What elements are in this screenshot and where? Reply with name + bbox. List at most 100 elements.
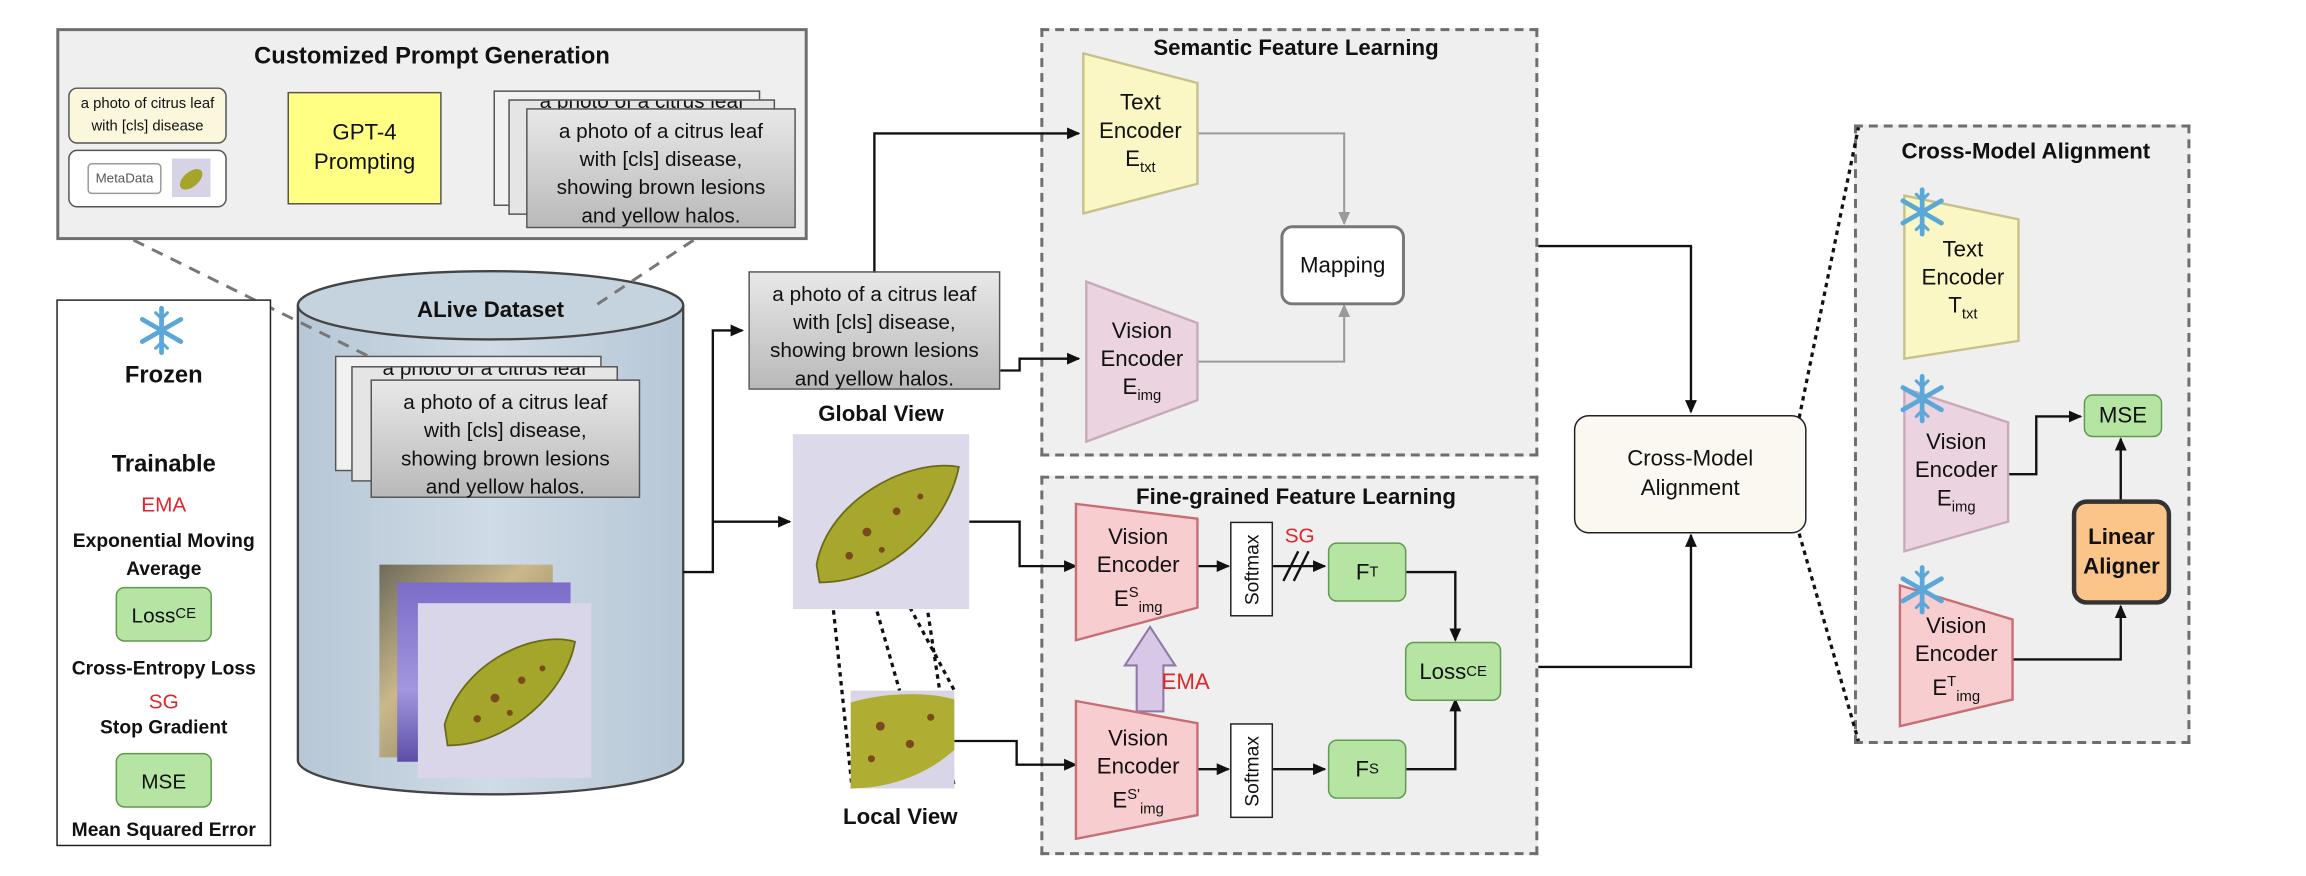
cma-teacher-encoder-word1: Vision xyxy=(1926,613,1987,639)
loss-ce-sub: CE xyxy=(1466,663,1487,680)
arrow-ft-to-loss xyxy=(1406,570,1462,642)
zoom-guide-left xyxy=(132,238,369,358)
snowflake-icon xyxy=(1900,374,1944,424)
cma-teacher-encoder-word2: Encoder xyxy=(1914,641,1998,667)
student-softmax-box: Softmax xyxy=(1230,723,1274,819)
prompt-template-line1: a photo of citrus leaf xyxy=(80,96,215,113)
stop-gradient-label: SG xyxy=(1284,523,1315,547)
dataset-caption-line4: and yellow halos. xyxy=(425,474,585,498)
teacher-encoder-shape xyxy=(1074,502,1199,642)
loss-ce-main: Loss xyxy=(1419,658,1467,684)
arrow-finegrained-to-cma xyxy=(1538,533,1697,669)
prompt-output-line2: with [cls] disease, xyxy=(579,146,743,171)
gpt4-label: GPT-4 xyxy=(332,120,397,146)
dataset-caption-peek: a photo of a citrus leaf xyxy=(382,366,587,380)
middle-caption-line2: with [cls] disease, xyxy=(793,309,956,334)
linear-aligner-line1: Linear xyxy=(2088,523,2155,550)
teacher-encoder-label: Vision Encoder ESimg xyxy=(1079,523,1198,622)
cma-text-encoder-symbol: Ttxt xyxy=(1948,293,1978,324)
cma-teacher-encoder-shape xyxy=(1898,583,2014,728)
semantic-text-encoder-label: Text Encoder Etxt xyxy=(1083,89,1197,182)
teacher-softmax-label: Softmax xyxy=(1240,533,1263,605)
legend-frozen-label: Frozen xyxy=(124,363,203,389)
global-view-label: Global View xyxy=(818,401,944,427)
arrow-local-to-student xyxy=(954,739,1078,771)
legend-mse-desc: Mean Squared Error xyxy=(71,818,256,841)
arrow-caption-to-vision-encoder xyxy=(1000,352,1081,372)
prompt-output-line3: showing brown lesions xyxy=(556,174,766,199)
finegrained-title: Fine-grained Feature Learning xyxy=(1136,484,1456,510)
student-encoder-word2: Encoder xyxy=(1096,754,1180,780)
cma-vision-encoder-word1: Vision xyxy=(1926,429,1987,455)
arrow-semantic-to-cma xyxy=(1538,244,1697,414)
semantic-text-encoder-word1: Text xyxy=(1119,90,1161,116)
expand-line-bottom xyxy=(1797,533,1860,742)
cma-box-line1: Cross-Model xyxy=(1627,446,1754,472)
fs-main: F xyxy=(1355,756,1369,782)
cma-teacher-encoder-label: Vision Encoder ETimg xyxy=(1900,612,2013,711)
teacher-encoder-symbol: ESimg xyxy=(1113,585,1163,617)
cma-panel-title: Cross-Model Alignment xyxy=(1901,139,2151,165)
legend-loss-sub: CE xyxy=(175,606,196,623)
cross-model-alignment-box: Cross-Model Alignment xyxy=(1573,414,1807,534)
teacher-encoder-word2: Encoder xyxy=(1096,552,1180,578)
legend-mse-label: MSE xyxy=(141,768,187,793)
snowflake-icon xyxy=(139,305,184,356)
fs-sub: S xyxy=(1368,761,1379,778)
ema-update-label: EMA xyxy=(1161,669,1210,696)
student-softmax-label: Softmax xyxy=(1240,735,1263,806)
prompt-output-peek-text: a photo of a citrus leaf xyxy=(539,99,744,113)
prompt-template-box: a photo of citrus leaf with [cls] diseas… xyxy=(68,87,227,144)
ft-main: F xyxy=(1355,559,1370,585)
prompting-label: Prompting xyxy=(313,149,416,175)
arrow-caption-to-text-encoder xyxy=(873,127,1081,276)
prompt-output-line1: a photo of a citrus leaf xyxy=(558,118,764,143)
semantic-vision-encoder-word2: Encoder xyxy=(1100,346,1184,372)
expand-line-top xyxy=(1797,127,1861,419)
student-encoder-label: Vision Encoder ES'img xyxy=(1079,725,1198,824)
snowflake-icon xyxy=(1900,187,1944,237)
student-encoder-word1: Vision xyxy=(1108,726,1169,752)
dataset-leaf-image xyxy=(417,603,592,779)
dataset-title: ALive Dataset xyxy=(417,297,565,324)
linear-aligner-line2: Aligner xyxy=(2083,553,2160,579)
arrow-vision-to-mapping xyxy=(1197,303,1351,363)
legend-ema-desc: Exponential Moving Average xyxy=(72,529,255,580)
semantic-vision-encoder-shape xyxy=(1085,279,1199,444)
linear-aligner-box: Linear Aligner xyxy=(2071,499,2172,605)
dataset-caption-line2: with [cls] disease, xyxy=(424,417,587,442)
arrow-dataset-to-caption xyxy=(683,324,744,574)
legend-trainable-label: Trainable xyxy=(111,452,216,478)
metadata-label: MetaData xyxy=(87,163,162,195)
prompt-output-line4: and yellow halos. xyxy=(581,203,741,227)
prompt-template-line2: with [cls] disease xyxy=(91,118,204,135)
arrow-global-to-teacher xyxy=(969,520,1078,573)
mapping-box: Mapping xyxy=(1280,225,1405,306)
ft-sub: T xyxy=(1369,563,1379,581)
prompt-output-card: a photo of a citrus leaf with [cls] dise… xyxy=(526,108,796,229)
teacher-encoder-word1: Vision xyxy=(1108,524,1169,550)
cma-box-line2: Alignment xyxy=(1640,475,1740,501)
semantic-vision-encoder-label: Vision Encoder Eimg xyxy=(1086,317,1197,410)
legend-ce-desc: Cross-Entropy Loss xyxy=(71,656,256,679)
legend-sg-label: SG xyxy=(148,689,179,713)
dataset-caption-card: a photo of a citrus leaf with [cls] dise… xyxy=(370,379,641,498)
cma-vision-encoder-symbol: Eimg xyxy=(1936,486,1976,516)
cma-teacher-encoder-symbol: ETimg xyxy=(1932,674,1981,706)
prompt-generation-title: Customized Prompt Generation xyxy=(254,44,610,70)
local-view-label: Local View xyxy=(843,804,958,830)
cma-text-encoder-word2: Encoder xyxy=(1921,265,2005,291)
arrow-vision-to-mse xyxy=(2008,410,2083,476)
semantic-vision-encoder-symbol: Eimg xyxy=(1122,374,1162,405)
stop-gradient-mark xyxy=(1282,550,1310,582)
metadata-leaf-thumbnail xyxy=(171,158,211,198)
dataset-caption-line1: a photo of a citrus leaf xyxy=(403,389,608,414)
teacher-softmax-box: Softmax xyxy=(1230,521,1274,617)
legend-mse-box: MSE xyxy=(115,752,212,808)
arrow-text-to-mapping xyxy=(1197,132,1351,226)
student-encoder-shape xyxy=(1074,699,1199,841)
